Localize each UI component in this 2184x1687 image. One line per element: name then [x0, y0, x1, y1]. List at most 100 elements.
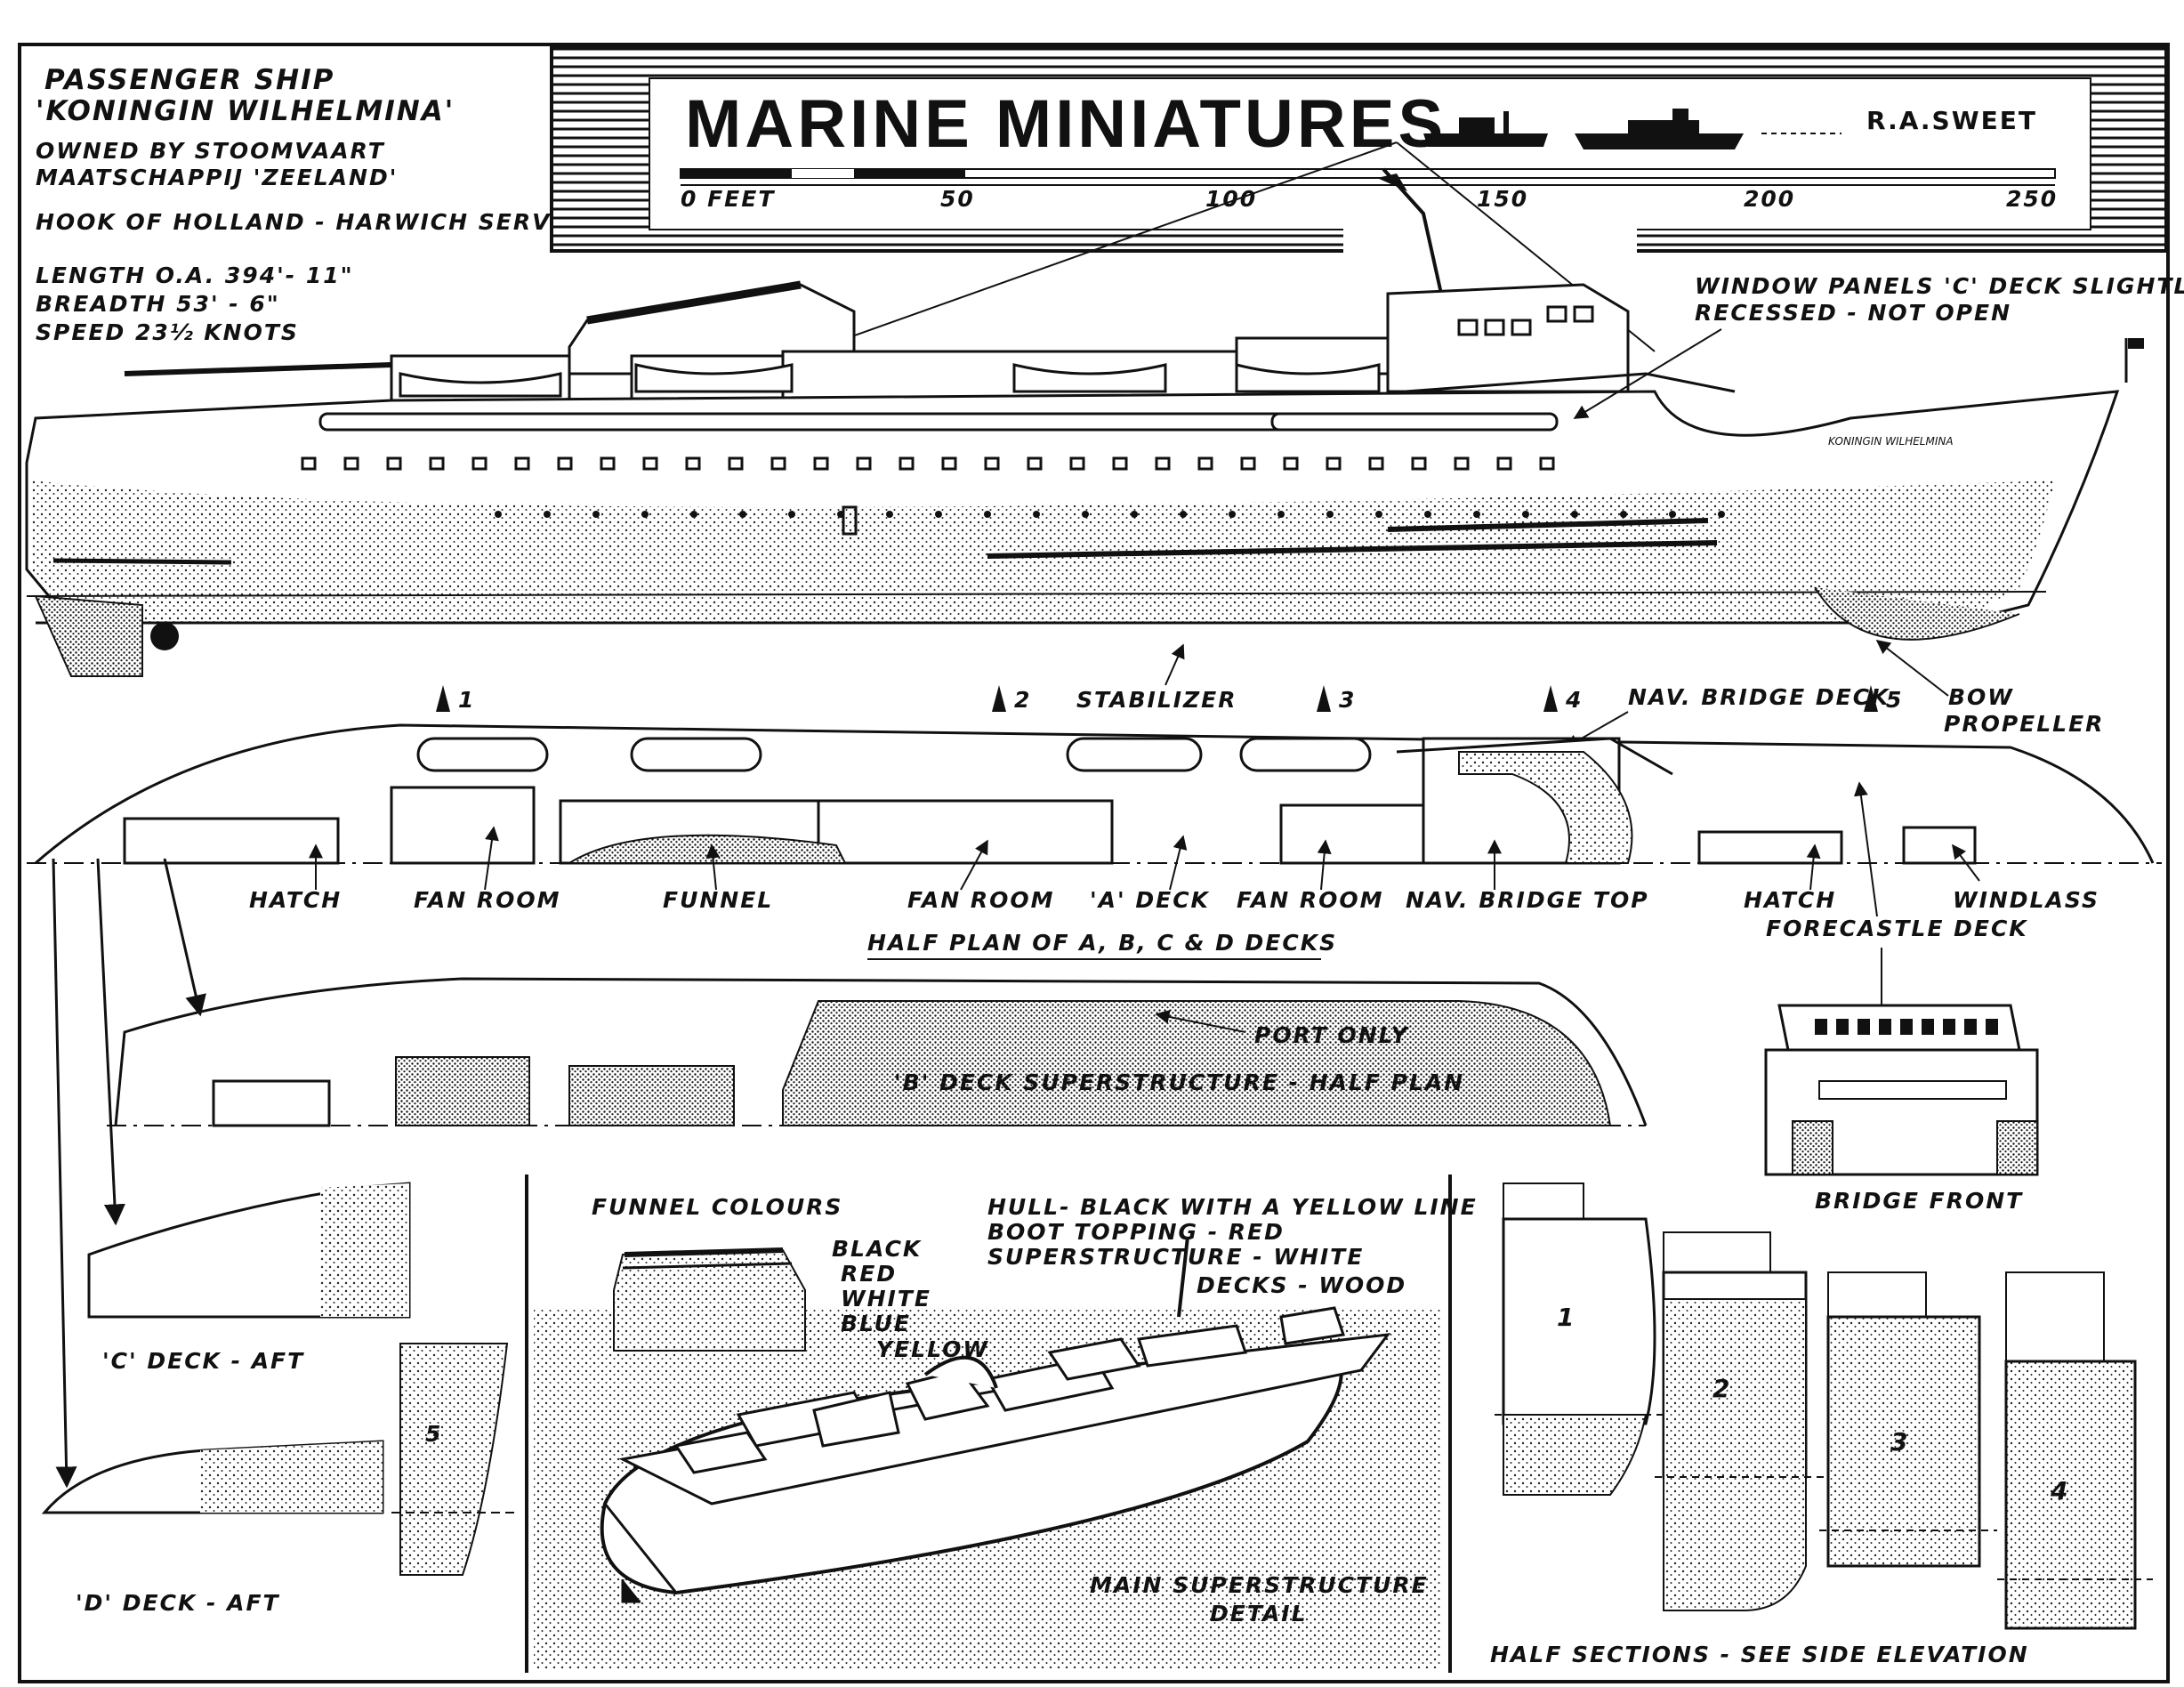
porthole [856, 456, 872, 471]
porthole [642, 456, 658, 471]
paint-note-superstructure: SUPERSTRUCTURE - WHITE [987, 1244, 1364, 1270]
leader-arrows [52, 858, 206, 1489]
paint-note-boot: BOOT TOPPING - RED [987, 1219, 1285, 1245]
station-5: 5 [1886, 687, 1903, 713]
ship-silhouettes [1423, 109, 1841, 149]
bow-propeller-label-2: PROPELLER [1944, 711, 2104, 737]
fan-room-3-label: FAN ROOM [1237, 887, 1383, 913]
porthole [386, 456, 402, 471]
superstructure-caption-line-2: DETAIL [1210, 1601, 1308, 1626]
section-5-detail: 5 [391, 1343, 516, 1576]
ship-title-line-2: 'KONINGIN WILHELMINA' [36, 95, 455, 127]
band-black: BLACK [832, 1236, 922, 1262]
b-deck-caption: 'B' DECK SUPERSTRUCTURE - HALF PLAN [894, 1070, 1464, 1095]
porthole [770, 456, 786, 471]
superstructure-caption-line-1: MAIN SUPERSTRUCTURE [1090, 1572, 1429, 1598]
scuttle [1620, 511, 1627, 518]
scuttle [1229, 511, 1236, 518]
d-deck-aft-caption: 'D' DECK - AFT [76, 1590, 280, 1616]
station-1: 1 [458, 687, 475, 713]
banner-title: MARINE MINIATURES [685, 86, 1447, 162]
bridge-front-caption: BRIDGE FRONT [1815, 1188, 2023, 1214]
bridge-window [1879, 1019, 1891, 1035]
isometric-ship-model [600, 1236, 1391, 1603]
hatch-fwd-label: HATCH [1744, 887, 1836, 913]
bridge-front-view: BRIDGE FRONT [1764, 948, 2039, 1214]
scuttle [1522, 511, 1529, 518]
porthole [557, 456, 573, 471]
scuttle [1669, 511, 1676, 518]
porthole [600, 456, 616, 471]
station-markers: 1 2 3 4 5 [436, 685, 1903, 713]
funnel-band-labels: BLACK RED WHITE BLUE YELLOW [832, 1236, 987, 1362]
porthole [471, 456, 488, 471]
funnel-colour-swatch [613, 1248, 806, 1352]
band-red: RED [841, 1261, 897, 1287]
scuttle [1131, 511, 1138, 518]
half-plan-decks: HATCH FAN ROOM FUNNEL FAN ROOM 'A' DECK … [27, 723, 2162, 960]
scuttle [1718, 511, 1725, 518]
window-panels-note-line-2: RECESSED - NOT OPEN [1695, 300, 2011, 326]
title-banner: MARINE MINIATURES R.A.SWEET 0 FEET 50 10… [550, 44, 2168, 258]
breadth-spec: BREADTH 53' - 6" [36, 291, 280, 317]
section-1-label: 1 [1557, 1303, 1576, 1332]
station-2: 2 [1014, 687, 1031, 713]
scale-label-250: 250 [2006, 186, 2058, 212]
stabilizer-label: STABILIZER [1076, 687, 1237, 713]
bridge-window [1900, 1019, 1913, 1035]
bridge-house-elevation [1386, 283, 1630, 393]
ship-title-line-1: PASSENGER SHIP [44, 64, 334, 96]
porthole [1326, 456, 1342, 471]
b-deck-half-plan: PORT ONLY 'B' DECK SUPERSTRUCTURE - HALF… [107, 977, 1648, 1127]
window-panels-note-line-1: WINDOW PANELS 'C' DECK SLIGHTLY [1695, 273, 2184, 299]
porthole [1368, 456, 1384, 471]
scuttle [1082, 511, 1089, 518]
porthole-row [301, 456, 1725, 518]
port-only-label: PORT ONLY [1254, 1022, 1410, 1048]
half-section-1: 1 [1495, 1183, 1664, 1496]
porthole [813, 456, 829, 471]
porthole [1240, 456, 1256, 471]
length-spec: LENGTH O.A. 394'- 11" [36, 262, 354, 288]
funnel-label: FUNNEL [663, 887, 773, 913]
scuttle [641, 511, 649, 518]
porthole [1027, 456, 1043, 471]
scuttle [886, 511, 893, 518]
service-route: HOOK OF HOLLAND - HARWICH SERVICE [36, 209, 596, 235]
ship-particulars: PASSENGER SHIP 'KONINGIN WILHELMINA' OWN… [36, 64, 596, 345]
porthole [429, 456, 445, 471]
bridge-window-row [1815, 1019, 1998, 1035]
forecastle-deck-label: FORECASTLE DECK [1766, 916, 2028, 941]
scuttle [544, 511, 551, 518]
scuttle [1473, 511, 1480, 518]
scuttle [1180, 511, 1187, 518]
scale-label-150: 150 [1477, 186, 1528, 212]
scuttle [1326, 511, 1334, 518]
speed-spec: SPEED 23½ KNOTS [36, 319, 299, 345]
funnel-colours-title: FUNNEL COLOURS [592, 1194, 842, 1220]
porthole [1283, 456, 1299, 471]
porthole [685, 456, 701, 471]
hull-name-lettering: KONINGIN WILHELMINA [1828, 435, 1954, 448]
scale-bar: 0 FEET 50 100 150 200 250 [680, 168, 2058, 212]
porthole [514, 456, 530, 471]
c-deck-aft-caption: 'C' DECK - AFT [102, 1348, 304, 1374]
scuttle [1033, 511, 1040, 518]
bridge-window [1986, 1019, 1998, 1035]
a-deck-label: 'A' DECK [1090, 887, 1210, 913]
side-elevation: KONINGIN WILHELMINA [25, 141, 2144, 677]
half-plan-caption: HALF PLAN OF A, B, C & D DECKS [867, 930, 1337, 956]
scale-label-50: 50 [940, 186, 975, 212]
superstructure-detail-panel: FUNNEL COLOURS BLACK RED WHITE BLUE YELL… [525, 1174, 1476, 1673]
half-section-2: 2 [1655, 1231, 1824, 1611]
porthole [301, 456, 317, 471]
porthole [984, 456, 1000, 471]
scuttle [984, 511, 991, 518]
section-3-label: 3 [1890, 1427, 1909, 1457]
porthole [1454, 456, 1470, 471]
porthole [941, 456, 957, 471]
section-5-label: 5 [425, 1421, 442, 1447]
porthole [1155, 456, 1171, 471]
half-sections: 1 2 3 4 HALF SECTIONS - SEE SIDE ELEVATI… [1490, 1183, 2153, 1667]
